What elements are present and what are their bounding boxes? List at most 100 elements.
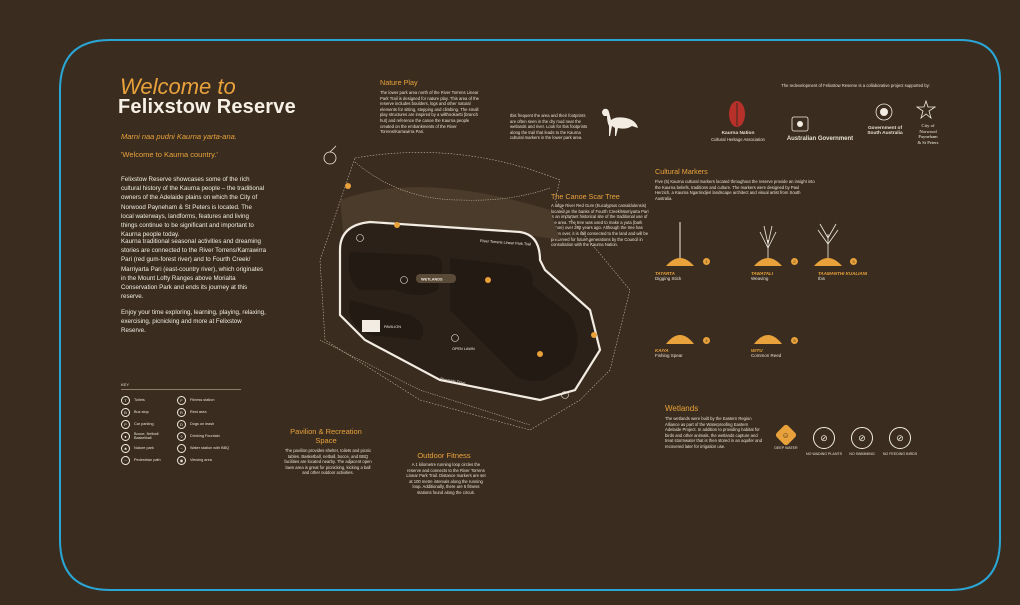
marker-badge-4: 4 [703, 337, 710, 344]
kaurna-logo-icon [729, 101, 745, 127]
kaurna-welcome-translation: 'Welcome to Kaurna country.' [121, 150, 218, 159]
bocce-icon: ● [121, 431, 130, 441]
pavilion-building [362, 320, 380, 332]
council-star-logo-icon [916, 100, 936, 120]
ibis-icon [602, 108, 638, 136]
nature-play-heading: Nature Play [380, 78, 418, 87]
sign-no-wading: ⊘ NO WADING PLANTS [806, 427, 842, 456]
key-item: ◊Drinking Fountain [177, 431, 233, 441]
map-facility-icon [561, 391, 569, 399]
map-facility-icon [400, 276, 408, 284]
key-item-label: Dogs on leash [190, 422, 215, 426]
no-feeding-icon: ⊘ [889, 427, 911, 449]
ibis-marker-icon [814, 223, 842, 266]
key-item: ●Bocce, Netball Basketball [121, 431, 177, 441]
nature-play-icon: ♣ [121, 443, 130, 453]
pavilion-text: The pavilion provides shelter, toilets a… [284, 448, 372, 476]
sign-no-swimming-label: NO SWIMMING [849, 452, 875, 456]
marker-badge-2: 2 [791, 258, 798, 265]
key-item-label: Pedestrian path [134, 458, 161, 462]
key-item: D Dogs on leash [177, 419, 233, 429]
marker-tawatali: TAWATALI Weaving [751, 271, 773, 281]
kaurna-welcome-phrase: Marni naa pudni Kaurna yarta-ana. [121, 132, 237, 141]
map-facility-icon [356, 234, 364, 242]
wetland-pond [348, 252, 443, 295]
marker-badge-1: 1 [703, 258, 710, 265]
marker-4-sub: Fishing Spear [655, 353, 683, 358]
title-reserve: Felixstow Reserve [118, 96, 296, 118]
sa-government-logo: Government of South Australia [867, 126, 903, 136]
pedestrian-path [354, 161, 551, 201]
car-parking-icon: P [121, 419, 130, 429]
marker-tatarta: TATARTA Digging Stick [655, 271, 681, 281]
fitness-station-icon: F [177, 395, 186, 405]
wetland-pond [450, 258, 578, 381]
key-item-label: Car parking [134, 422, 154, 426]
council-logo-line4: & St Peters [917, 139, 939, 145]
key-item-label: Toilets [134, 398, 145, 402]
marker-2-title: TAWATALI [751, 271, 773, 276]
digging-stick-icon [666, 222, 694, 266]
cultural-markers-text: Five (5) Kaurna cultural markers located… [655, 179, 815, 201]
water-station-icon: ~ [177, 443, 186, 453]
wetlands-text: The wetlands were built by the Eastern R… [665, 416, 763, 449]
nature-play-text: The lower park area north of the River T… [380, 90, 480, 135]
marker-witu: WITU Common Reed [751, 348, 781, 358]
canoe-tree-heading: The Canoe Scar Tree [551, 192, 620, 201]
australian-government-crest-icon [791, 116, 809, 132]
council-logo-text: City of Norwood Payneham & St Peters [912, 123, 944, 145]
sign-no-swimming: ⊘ NO SWIMMING [844, 427, 880, 456]
pavilion-heading-line2: Space [315, 436, 337, 445]
fishing-spear-icon [666, 335, 694, 344]
sa-government-crest-icon [875, 103, 893, 121]
cultural-markers-heading: Cultural Markers [655, 167, 708, 176]
sign-no-feeding: ⊘ NO FEEDING BIRDS [882, 427, 918, 456]
key-item: ⋯ Pedestrian path [121, 455, 177, 465]
key-item: ◉Viewing area [177, 455, 233, 465]
pedestrian-path-icon: ⋯ [121, 455, 130, 465]
wetlands-heading: Wetlands [665, 404, 699, 413]
sponsor-line: The redevelopment of Felixstow Reserve i… [781, 83, 930, 88]
key-item-label: Rest area [190, 410, 207, 414]
common-reed-icon [754, 335, 782, 344]
open-lawn-label: OPEN LAWN [452, 347, 475, 351]
key-item-label: Water station with BBQ [190, 446, 230, 450]
pavilion-label: PAVILION [384, 325, 401, 329]
road-label: Riverside Drive [440, 377, 466, 385]
marker-5-sub: Common Reed [751, 353, 782, 358]
no-wading-icon: ⊘ [813, 427, 835, 449]
council-logo-line1: City of [921, 123, 935, 128]
key-item: P Car parking [121, 419, 177, 429]
pavilion-heading: Pavilion & Recreation Space [276, 427, 376, 445]
key-heading: KEY [121, 382, 130, 387]
reserve-boundary [319, 152, 631, 431]
intro-paragraph-1: Felixstow Reserve showcases some of the … [121, 176, 265, 239]
marker-4-title: KAIYA [655, 348, 669, 353]
map-marker [485, 277, 491, 283]
map-marker [537, 351, 543, 357]
no-swimming-icon: ⊘ [851, 427, 873, 449]
title-welcome: Welcome to [120, 74, 236, 99]
key-item-label: Bus stop [134, 410, 149, 414]
council-logo-line3: Payneham [918, 134, 938, 140]
key-item: ~ Water station with BBQ [177, 443, 233, 453]
sign-deep-water: ☺ DEEP WATER [768, 423, 804, 456]
dogs-on-leash-icon: D [177, 419, 186, 429]
fitness-text: A 1 kilometre running loop circles the r… [406, 462, 486, 495]
wetlands-safety-signs: ☺ DEEP WATER ⊘ NO WADING PLANTS ⊘ NO SWI… [768, 423, 918, 456]
intro-paragraph-2: Kaurna traditional seasonal activities a… [121, 238, 267, 301]
australian-government-logo: Australian Government [786, 136, 854, 142]
map-marker [345, 183, 351, 189]
marker-kaiya: KAIYA Fishing Spear [655, 348, 683, 358]
sign-no-feeding-label: NO FEEDING BIRDS [882, 452, 918, 456]
marker-3-sub: Ibis [818, 276, 826, 281]
intro-paragraph-3: Enjoy your time exploring, learning, pla… [121, 309, 266, 335]
map-marker [394, 222, 400, 228]
map-marker [591, 332, 597, 338]
viewing-area-icon: ◉ [177, 455, 186, 465]
marker-3-title: TAAMANTHI KUALIANI [818, 271, 868, 276]
map-facility-icon [451, 334, 459, 342]
